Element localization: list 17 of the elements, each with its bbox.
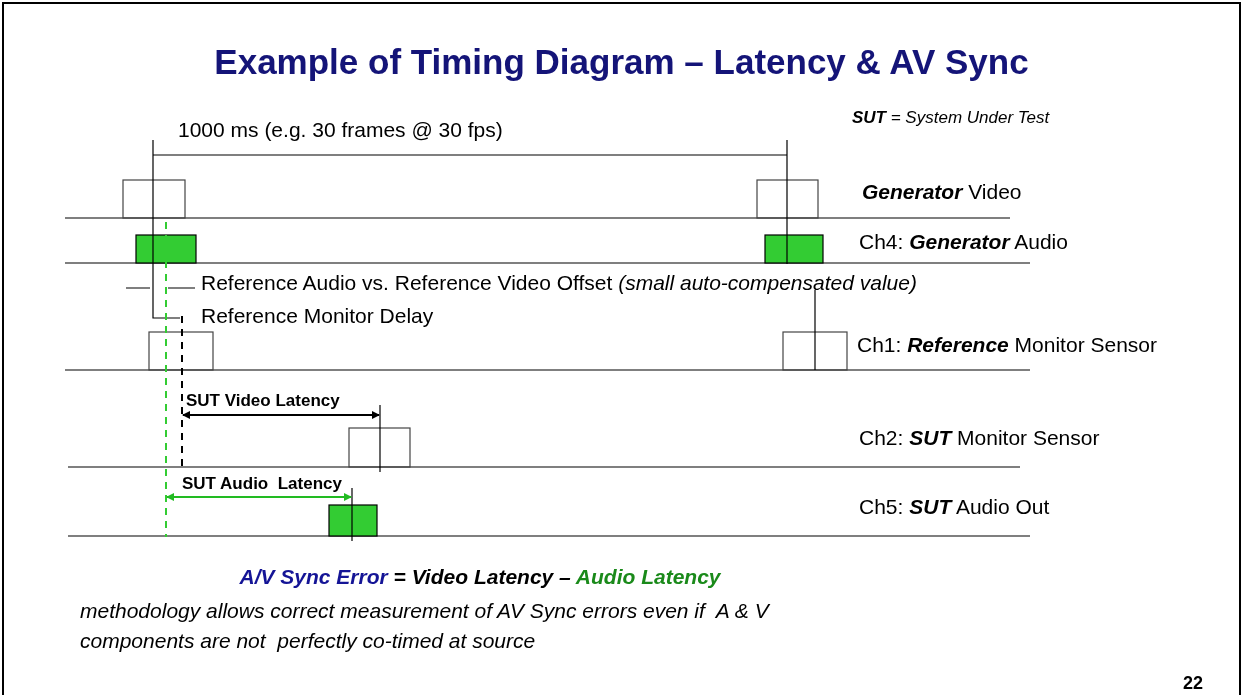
channel-label: Ch4: Generator Audio (859, 230, 1068, 254)
formula-term: = Video Latency – (393, 565, 571, 588)
channel-label: Generator Video (862, 180, 1022, 204)
latency-label: SUT Video Latency (186, 391, 340, 411)
formula-term: Audio Latency (575, 565, 721, 588)
note-text: methodology allows correct measurement of AV Sync errors even if A & V components are not perfectly co-timed at source (80, 598, 771, 654)
channel-label: Ch1: Reference Monitor Sensor (857, 333, 1157, 357)
timing-annotation: Reference Monitor Delay (201, 304, 434, 328)
slide-title: Example of Timing Diagram – Latency & AV Sync (213, 42, 1030, 82)
latency-label: SUT Audio Latency (182, 474, 342, 494)
formula-term: A/V Sync Error (239, 565, 388, 588)
channel-label: Ch2: SUT Monitor Sensor (859, 426, 1100, 450)
abbreviation-note: SUT = System Under Test (852, 108, 1050, 128)
dimension-label: 1000 ms (e.g. 30 frames @ 30 fps) (178, 118, 503, 142)
channel-label: Ch5: SUT Audio Out (859, 495, 1050, 519)
page-number: 22 (1183, 673, 1204, 694)
timing-annotation: Reference Audio vs. Reference Video Offset (small auto-compensated value) (201, 271, 917, 295)
